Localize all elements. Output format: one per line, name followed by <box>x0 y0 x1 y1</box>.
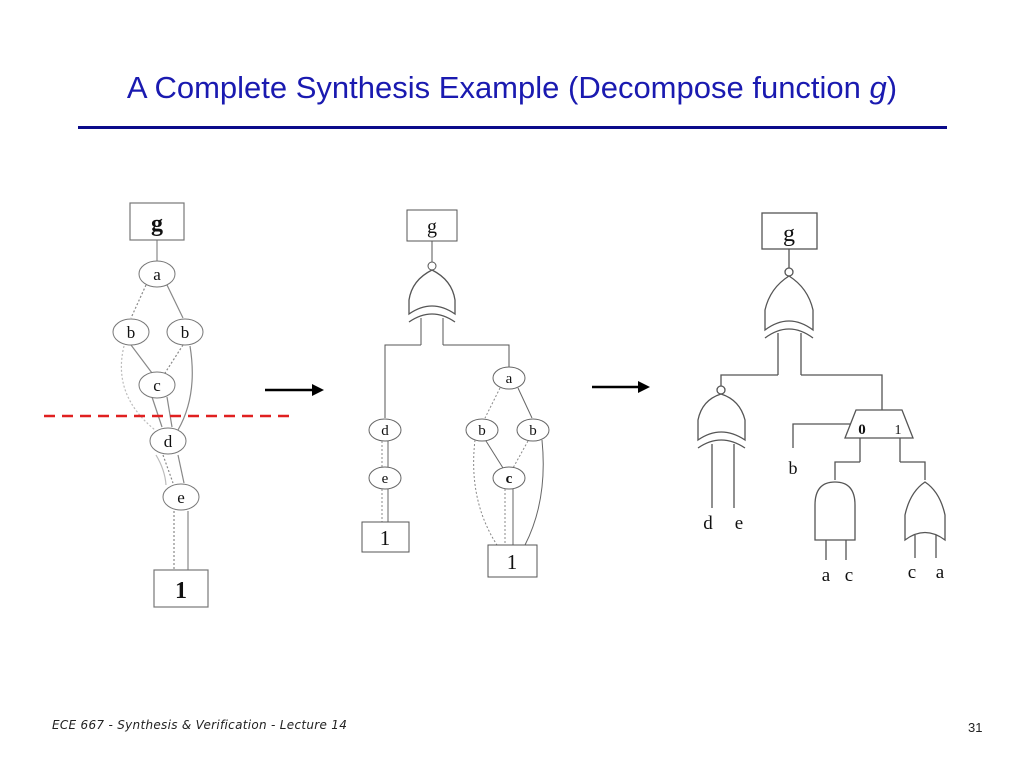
bdd1-terminal: 1 <box>175 578 187 604</box>
bdd2-node-d: d <box>381 423 389 439</box>
logic-circuit <box>697 212 946 560</box>
bdd2-node-e: e <box>382 471 389 487</box>
bdd2-root-label: g <box>427 216 437 238</box>
title-text: A Complete Synthesis Example (Decompose … <box>126 70 870 105</box>
select-input-b: b <box>789 458 798 478</box>
mux-input-0: 0 <box>858 422 866 438</box>
slide-footer: ECE 667 - Synthesis & Verification - Lec… <box>52 718 348 732</box>
decomposed-bdd: g d e 1 a b b c <box>361 209 550 578</box>
bdd1-node-e: e <box>177 488 185 507</box>
arrow-right-icon <box>592 381 650 393</box>
bdd-original <box>120 240 193 570</box>
mux-icon <box>844 409 914 439</box>
or-input-c: c <box>908 562 916 583</box>
circuit-labels: g 0 1 b d e a c c a <box>703 221 945 586</box>
arrow-right-icon <box>265 384 324 396</box>
page-number: 31 <box>968 720 983 735</box>
bdd2-right-terminal: 1 <box>507 550 518 574</box>
xnor-input-d: d <box>703 513 713 534</box>
title-end: ) <box>886 70 898 105</box>
xnor-gate-icon <box>697 393 746 442</box>
mux-input-1: 1 <box>895 423 902 438</box>
title-variable: g <box>869 70 887 105</box>
xnor-gate-icon <box>764 275 814 332</box>
and-input-a: a <box>822 565 831 586</box>
bdd1-node-c: c <box>153 376 161 395</box>
bdd2-node-b-left: b <box>478 423 486 439</box>
or-input-a: a <box>936 562 945 583</box>
or-gate-icon <box>904 481 946 542</box>
bdd2-node-b-right: b <box>529 423 537 439</box>
bdd1-root-label: g <box>151 211 163 237</box>
bdd2-node-a: a <box>506 371 513 387</box>
inverter-bubble <box>427 261 437 271</box>
xnor-gate-icon <box>408 269 456 316</box>
slide-title: A Complete Synthesis Example (Decompose … <box>0 70 1024 106</box>
and-gate-icon <box>814 481 856 541</box>
bdd1-node-d: d <box>164 432 173 451</box>
bdd1-node-a: a <box>153 265 161 284</box>
circuit-root-label: g <box>783 221 795 247</box>
bdd1-node-b-right: b <box>181 323 190 342</box>
xnor-input-e: e <box>735 513 743 534</box>
bdd-original-nodes: g a b b c d e 1 <box>112 202 209 608</box>
bdd1-node-b-left: b <box>127 323 136 342</box>
title-underline <box>78 126 947 129</box>
and-input-c: c <box>845 565 853 586</box>
bdd2-left-terminal: 1 <box>380 526 391 550</box>
bdd2-node-c: c <box>506 471 513 487</box>
